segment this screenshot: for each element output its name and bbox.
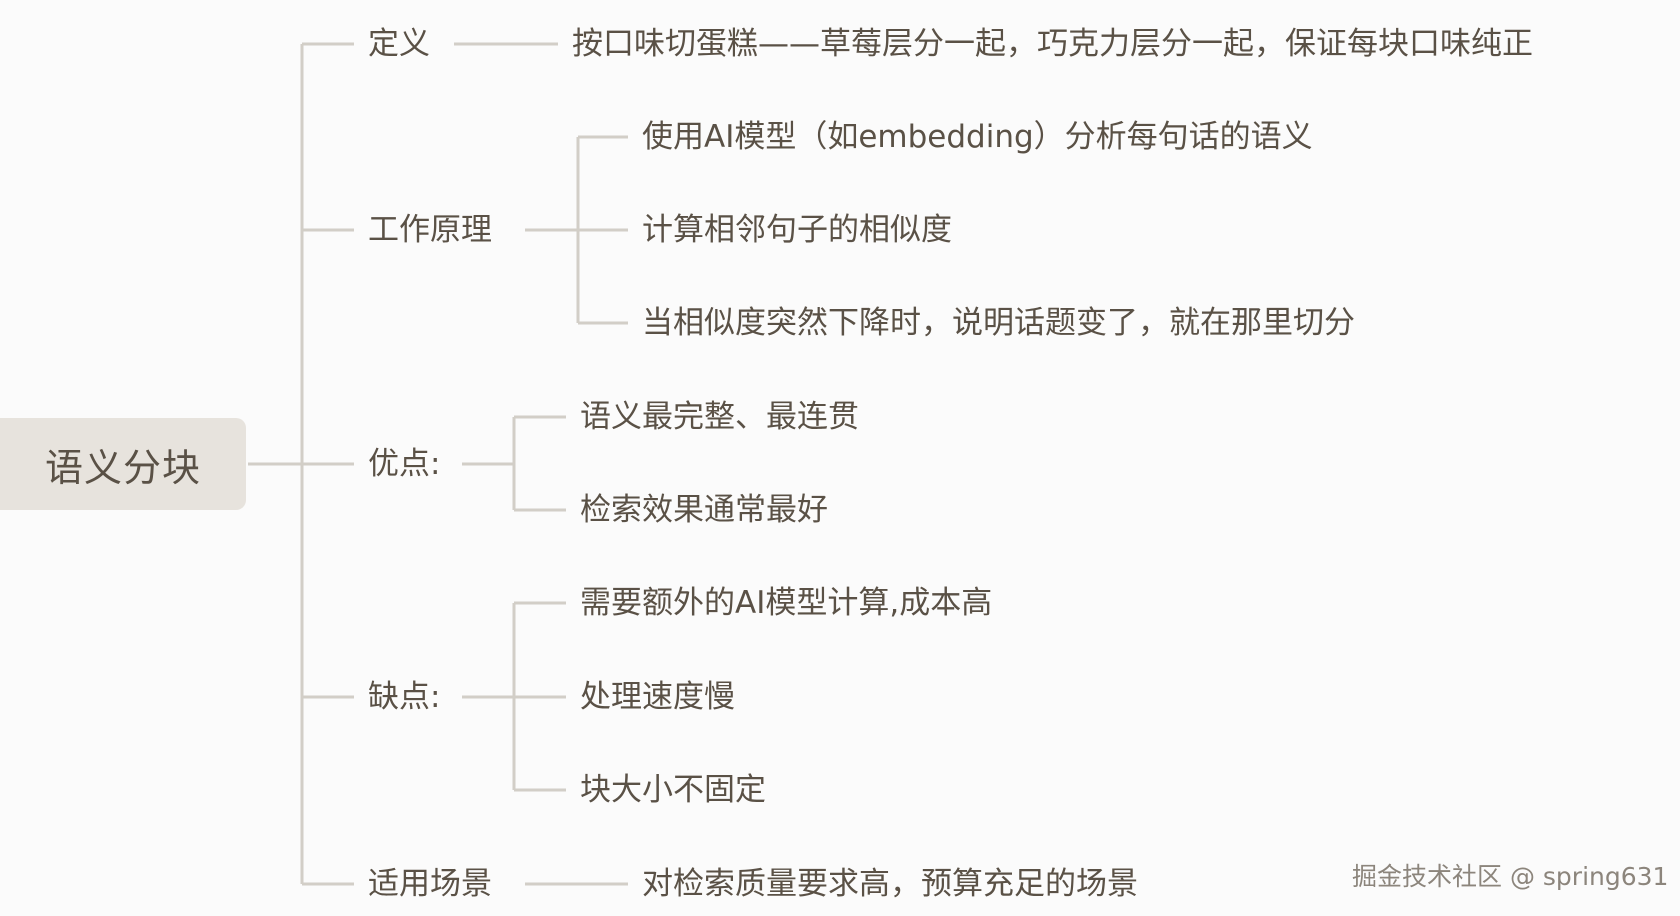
leaf-node-principle-2[interactable]: 计算相邻句子的相似度 xyxy=(642,212,952,248)
leaf-node-principle-1[interactable]: 使用AI模型（如embedding）分析每句话的语义 xyxy=(642,119,1313,155)
branch-node-scenario[interactable]: 适用场景 xyxy=(368,866,492,902)
leaf-node-pros-2[interactable]: 检索效果通常最好 xyxy=(580,492,828,528)
branch-node-pros[interactable]: 优点: xyxy=(368,446,441,482)
leaf-node-scenario-1[interactable]: 对检索质量要求高，预算充足的场景 xyxy=(642,866,1138,902)
root-node[interactable]: 语义分块 xyxy=(0,418,246,510)
branch-node-cons[interactable]: 缺点: xyxy=(368,679,441,715)
root-label: 语义分块 xyxy=(44,445,201,490)
branch-node-definition[interactable]: 定义 xyxy=(368,26,430,62)
watermark: 掘金技术社区 @ spring631 xyxy=(1352,862,1669,891)
leaf-node-cons-2[interactable]: 处理速度慢 xyxy=(580,679,735,715)
leaf-node-principle-3[interactable]: 当相似度突然下降时，说明话题变了，就在那里切分 xyxy=(642,305,1355,341)
leaf-node-definition-1[interactable]: 按口味切蛋糕——草莓层分一起，巧克力层分一起，保证每块口味纯正 xyxy=(572,26,1533,62)
leaf-node-pros-1[interactable]: 语义最完整、最连贯 xyxy=(580,399,859,435)
leaf-node-cons-1[interactable]: 需要额外的AI模型计算,成本高 xyxy=(580,585,993,621)
branch-node-principle[interactable]: 工作原理 xyxy=(368,212,492,248)
leaf-node-cons-3[interactable]: 块大小不固定 xyxy=(580,772,766,808)
